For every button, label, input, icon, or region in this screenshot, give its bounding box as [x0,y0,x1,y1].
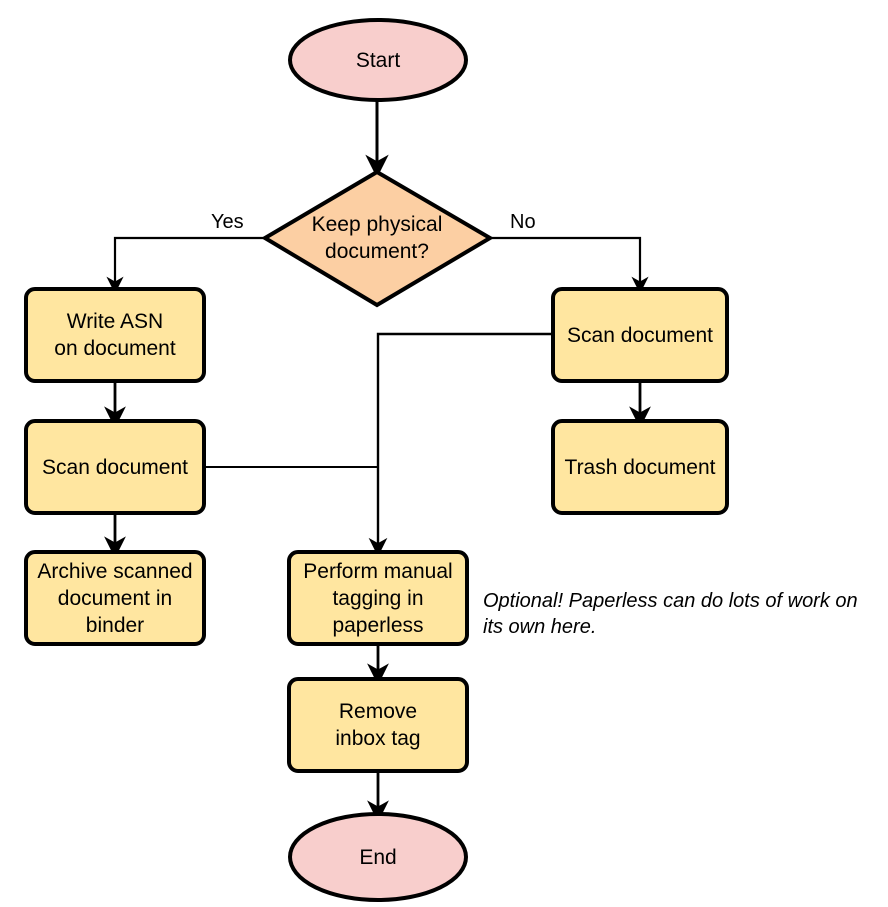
node-shape-write-asn[interactable] [24,287,206,383]
edge-decision-yes-to-write-asn [106,236,265,294]
node-shape-archive[interactable] [24,550,206,646]
node-shape-manual-tagging[interactable] [287,550,469,646]
edge-label-yes: Yes [211,211,244,233]
node-shape-start[interactable] [288,18,468,102]
edge-decision-no-to-scan-right [490,236,649,294]
node-shape-end[interactable] [288,812,468,902]
node-shape-remove-inbox[interactable] [287,677,469,773]
node-shape-scan-left[interactable] [24,419,206,515]
annotation-optional-note: Optional! Paperless can do lots of work … [483,590,858,638]
node-shape-trash[interactable] [551,419,729,515]
node-shape-scan-right[interactable] [551,287,729,383]
node-shape-decision[interactable] [261,169,494,308]
edge-label-no: No [510,211,536,233]
edge-scan-right-to-manual-tagging [368,332,553,557]
